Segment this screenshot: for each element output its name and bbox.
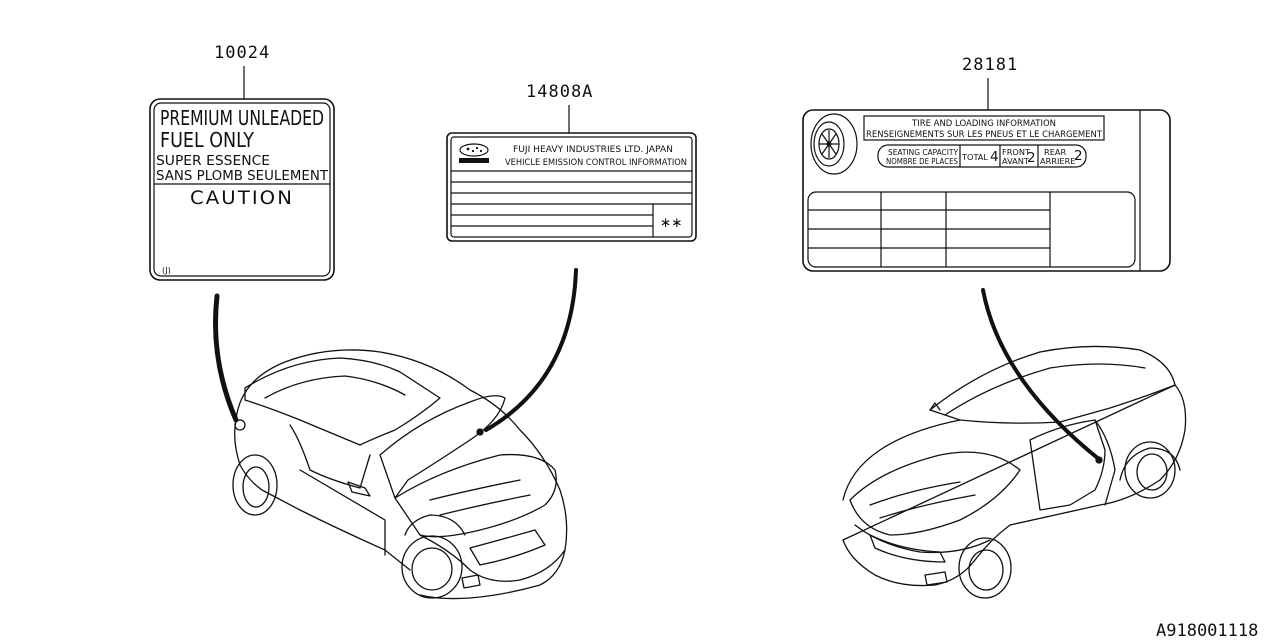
emission-control-label[interactable]: FUJI HEAVY INDUSTRIES LTD. JAPAN VEHICLE…	[446, 132, 697, 242]
seating-total-value: 4	[990, 149, 999, 165]
seating-capacity-en: SEATING CAPACITY	[888, 147, 959, 157]
callout-10024[interactable]: 10024	[214, 43, 270, 63]
car-door-open-illustration	[842, 288, 1187, 599]
emission-text-line1: FUJI HEAVY INDUSTRIES LTD. JAPAN	[513, 145, 673, 155]
seating-capacity-box	[877, 144, 1087, 168]
seating-capacity-fr: NOMBRE DE PLACES	[886, 156, 958, 166]
fuel-label-outer	[149, 98, 335, 281]
tire-title-line1: TIRE AND LOADING INFORMATION	[911, 119, 1056, 129]
seating-front-value: 2	[1027, 150, 1036, 166]
seating-rear-en: REAR	[1044, 147, 1066, 157]
fuel-text-line1: PREMIUM UNLEADED	[160, 106, 324, 130]
fuel-text-line3: SUPER ESSENCE	[156, 153, 270, 169]
subaru-logo-icon	[459, 143, 489, 163]
fuel-label-group: 10024 PREMIUM UNLEADED FUEL ONLY SUPER E…	[149, 43, 335, 281]
tire-label-outer	[802, 109, 1171, 272]
fuel-text-line4: SANS PLOMB SEULEMENT	[156, 168, 329, 184]
seating-rear-value: 2	[1074, 148, 1083, 164]
seating-front-en: FRONT	[1002, 147, 1031, 157]
callout-14808A[interactable]: 14808A	[526, 82, 593, 102]
emission-label-outer	[446, 132, 697, 242]
fuel-caution-label[interactable]: PREMIUM UNLEADED FUEL ONLY SUPER ESSENCE…	[149, 98, 335, 281]
leader-fuel-door	[213, 293, 239, 423]
emission-label-inner	[450, 136, 693, 238]
seating-rear-fr: ARRIERE	[1040, 156, 1075, 166]
fuel-caution-heading: CAUTION	[190, 187, 294, 209]
tire-icon	[810, 113, 858, 175]
emission-label-group: 14808A FUJI HEAVY INDUSTRIES LTD. JAPAN …	[446, 82, 697, 242]
emission-text-line2: VEHICLE EMISSION CONTROL INFORMATION	[505, 158, 687, 168]
callout-28181[interactable]: 28181	[962, 55, 1018, 75]
tire-title-line2: RENSEIGNEMENTS SUR LES PNEUS ET LE CHARG…	[866, 130, 1103, 140]
tire-label-group: 28181 TIRE AND LOADING INFORMATION RENSE…	[802, 55, 1171, 272]
seating-front-fr: AVANT	[1002, 156, 1030, 166]
tire-loading-label[interactable]: TIRE AND LOADING INFORMATION RENSEIGNEME…	[802, 109, 1171, 272]
tire-title-box	[863, 115, 1105, 141]
fuel-text-line2: FUEL ONLY	[160, 128, 255, 152]
emission-mark: ∗∗	[660, 215, 683, 231]
diagram-reference-number: A918001118	[1156, 621, 1258, 640]
fuel-label-inner	[153, 102, 331, 277]
car-front-view-illustration	[213, 268, 578, 600]
fuel-label-code: (J)	[162, 265, 171, 275]
seating-total-label: TOTAL	[961, 152, 988, 162]
leader-hood	[484, 268, 578, 432]
